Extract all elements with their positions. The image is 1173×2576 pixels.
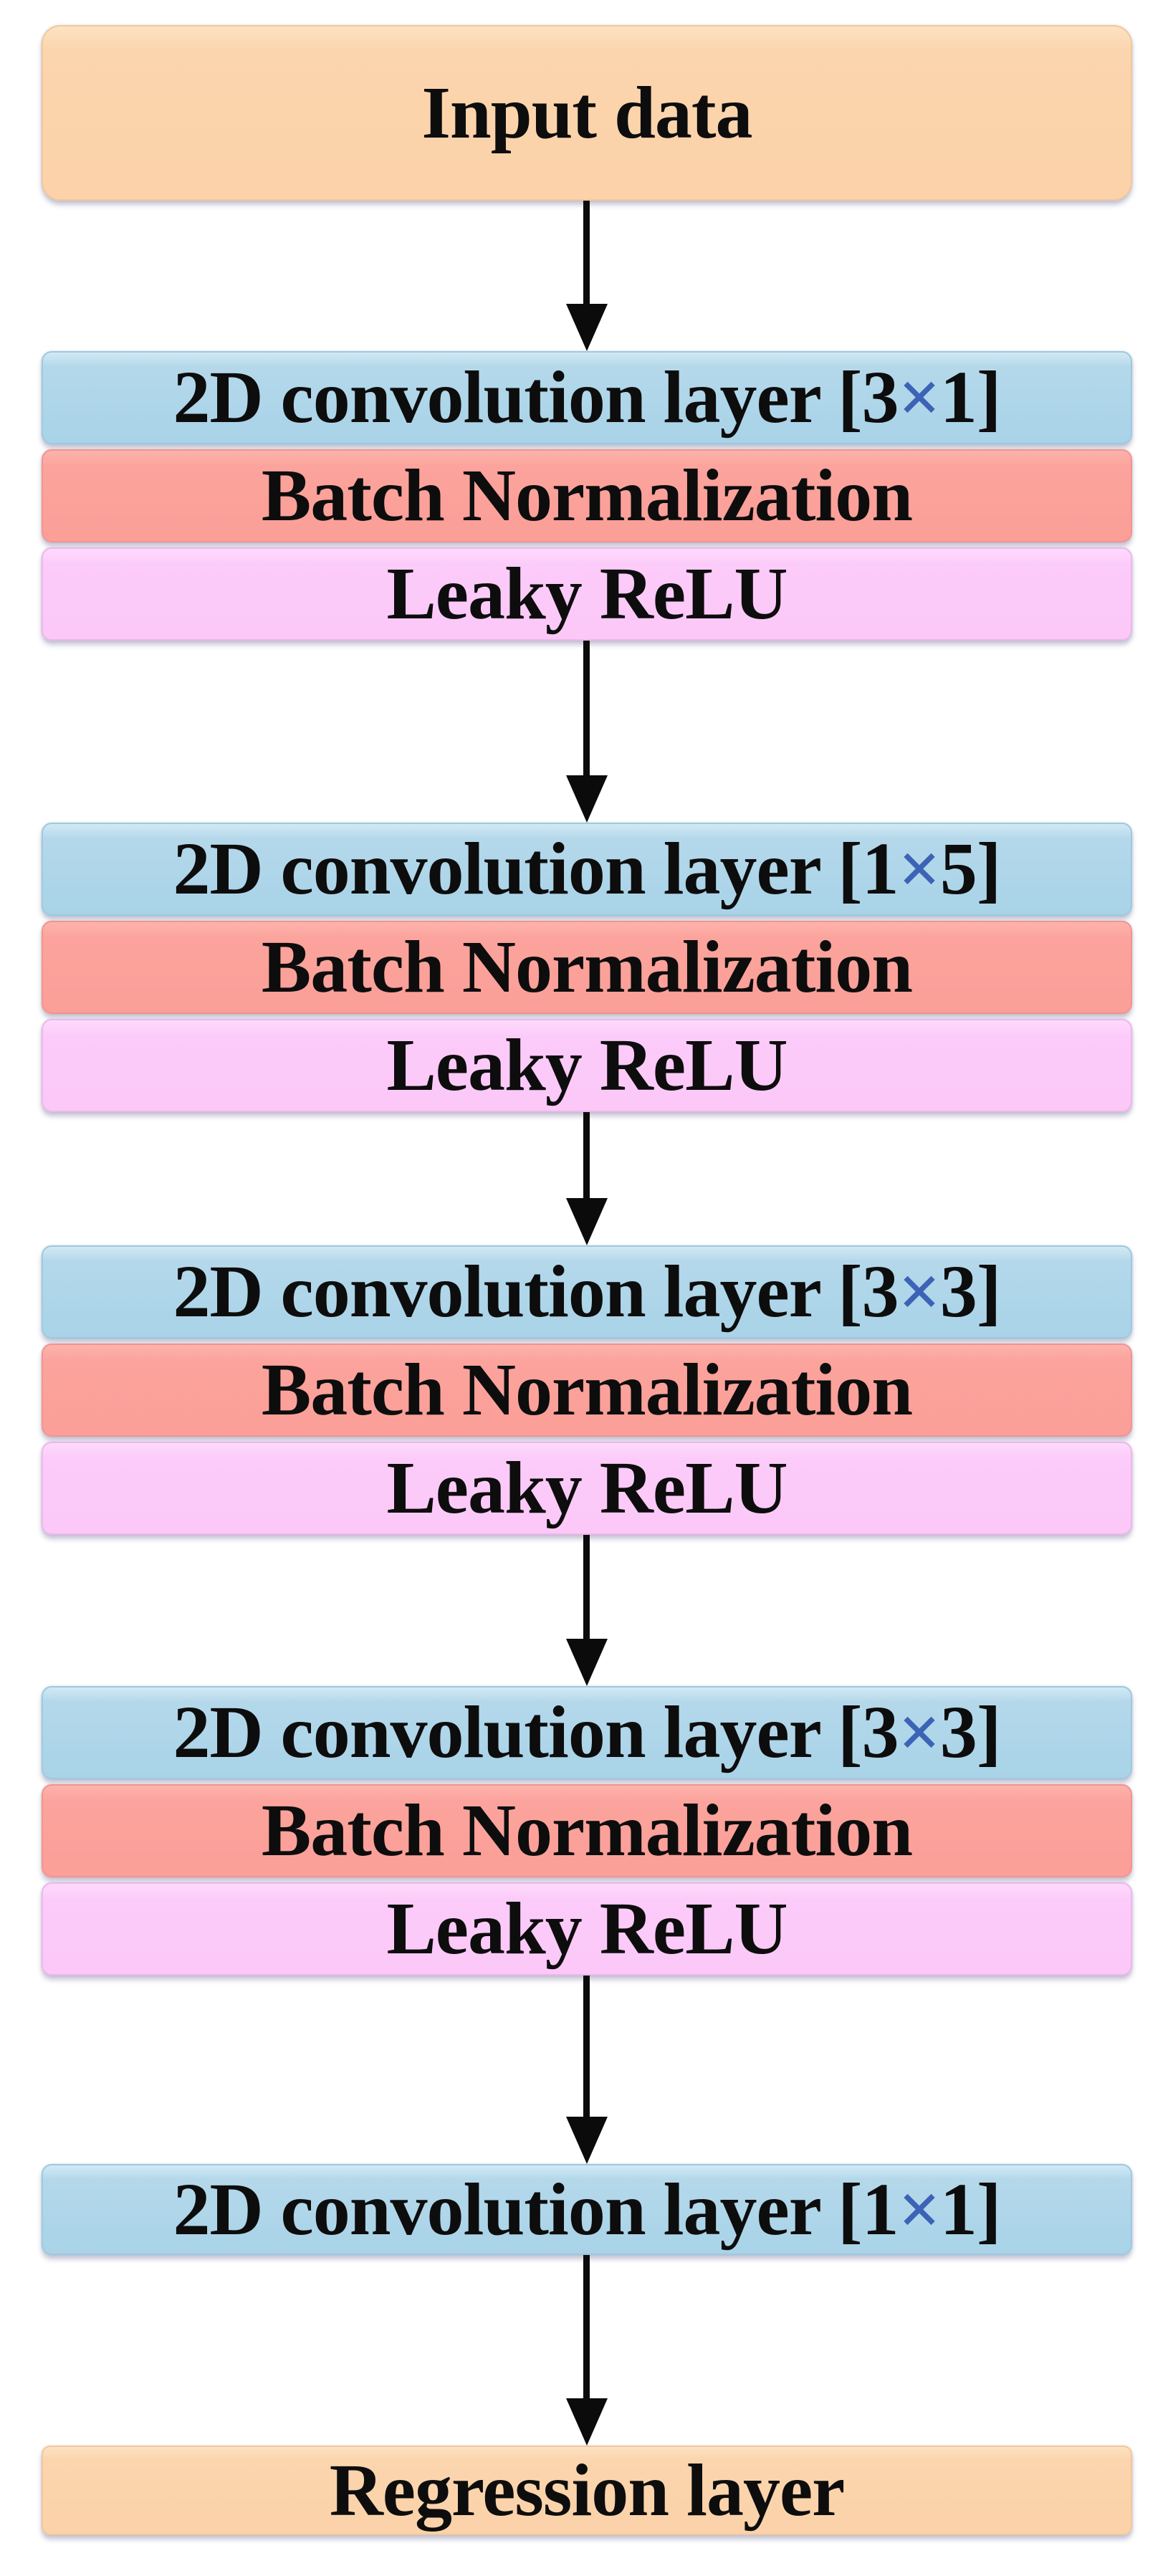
arrow-down-icon-3 (0, 1112, 1173, 1245)
node-leaky-relu-3-label: Leaky ReLU (386, 1447, 787, 1529)
arrow-shaft (583, 2255, 590, 2399)
node-conv-layer-1-label: 2D convolution layer [3×1] (173, 356, 1001, 439)
arrow-shaft (583, 1112, 590, 1199)
arrow-head (565, 1198, 608, 1245)
times-symbol: × (898, 828, 941, 910)
arrow-down-icon-1 (0, 201, 1173, 351)
arrow-head (565, 2398, 608, 2446)
node-input-data-label: Input data (421, 71, 752, 154)
node-leaky-relu-1: Leaky ReLU (42, 547, 1132, 641)
node-conv-layer-2: 2D convolution layer [1×5] (42, 823, 1132, 916)
node-regression-layer-label: Regression layer (329, 2448, 846, 2532)
node-conv-layer-3: 2D convolution layer [3×3] (42, 1245, 1132, 1339)
arrow-down-icon-2 (0, 641, 1173, 823)
node-batch-norm-2-label: Batch Normalization (261, 926, 913, 1008)
conv-block-3: 2D convolution layer [3×3] Batch Normali… (0, 1245, 1173, 1535)
node-conv-layer-final-label: 2D convolution layer [1×1] (173, 2168, 1001, 2251)
arrow-shaft (583, 641, 590, 776)
arrow-head (565, 304, 608, 351)
conv-block-2: 2D convolution layer [1×5] Batch Normali… (0, 823, 1173, 1112)
arrow-down-icon-4 (0, 1535, 1173, 1686)
node-conv-layer-4: 2D convolution layer [3×3] (42, 1686, 1132, 1779)
times-symbol: × (898, 356, 941, 439)
node-batch-norm-4-label: Batch Normalization (261, 1789, 913, 1872)
node-leaky-relu-4-label: Leaky ReLU (386, 1887, 787, 1970)
times-symbol: × (898, 2168, 941, 2251)
node-leaky-relu-4: Leaky ReLU (42, 1882, 1132, 1976)
arrow-head (565, 775, 608, 823)
arrow-down-icon-5 (0, 1976, 1173, 2164)
node-conv-layer-3-label: 2D convolution layer [3×3] (173, 1250, 1001, 1333)
node-conv-layer-4-label: 2D convolution layer [3×3] (173, 1691, 1001, 1773)
node-conv-layer-2-label: 2D convolution layer [1×5] (173, 828, 1001, 910)
node-input-data: Input data (42, 25, 1132, 201)
node-conv-layer-1: 2D convolution layer [3×1] (42, 351, 1132, 444)
arrow-shaft (583, 1976, 590, 2117)
arrow-shaft (583, 1535, 590, 1639)
node-leaky-relu-2-label: Leaky ReLU (386, 1024, 787, 1106)
conv-block-4: 2D convolution layer [3×3] Batch Normali… (0, 1686, 1173, 1976)
arrow-down-icon-6 (0, 2255, 1173, 2446)
node-batch-norm-2: Batch Normalization (42, 921, 1132, 1014)
times-symbol: × (898, 1691, 941, 1773)
node-regression-layer: Regression layer (42, 2446, 1132, 2535)
node-batch-norm-1-label: Batch Normalization (261, 454, 913, 537)
node-batch-norm-1: Batch Normalization (42, 449, 1132, 542)
arrow-head (565, 1639, 608, 1686)
node-batch-norm-4: Batch Normalization (42, 1784, 1132, 1877)
arrow-head (565, 2117, 608, 2164)
times-symbol: × (898, 1250, 941, 1333)
node-leaky-relu-1-label: Leaky ReLU (386, 552, 787, 635)
node-conv-layer-final: 2D convolution layer [1×1] (42, 2164, 1132, 2255)
node-batch-norm-3: Batch Normalization (42, 1344, 1132, 1437)
node-batch-norm-3-label: Batch Normalization (261, 1349, 913, 1431)
node-leaky-relu-3: Leaky ReLU (42, 1442, 1132, 1535)
node-leaky-relu-2: Leaky ReLU (42, 1019, 1132, 1112)
conv-block-1: 2D convolution layer [3×1] Batch Normali… (0, 351, 1173, 641)
arrow-shaft (583, 201, 590, 305)
